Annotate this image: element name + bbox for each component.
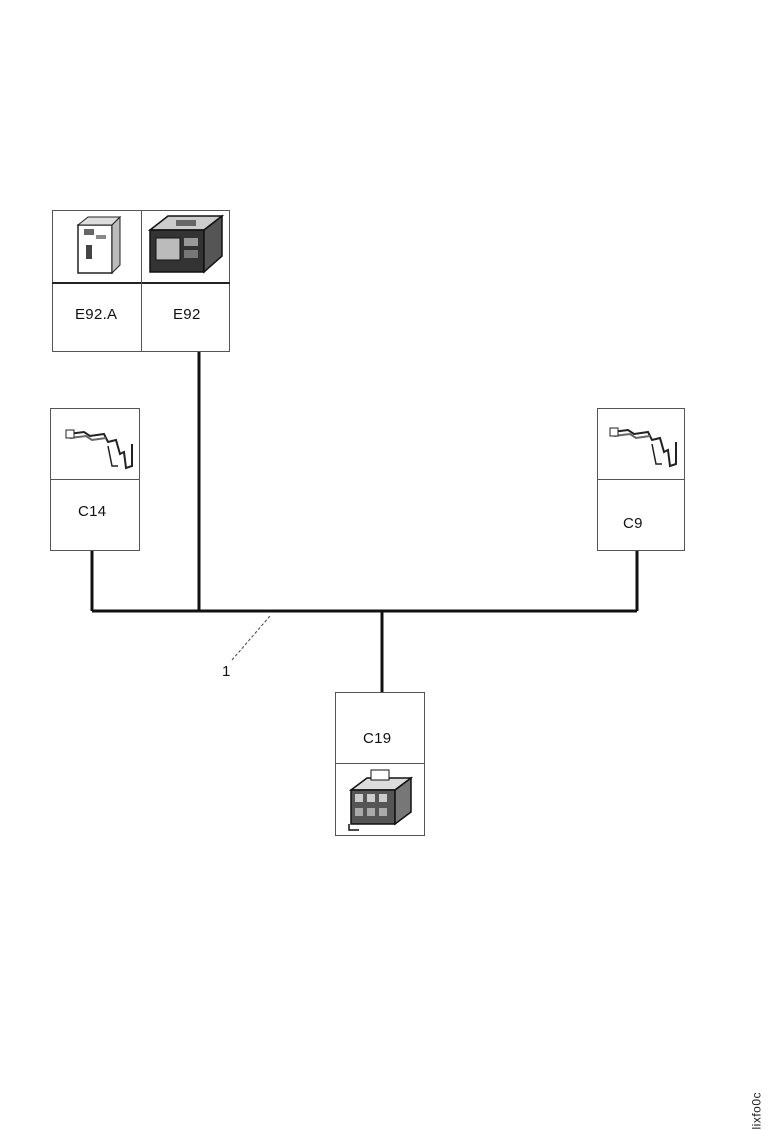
box-divider xyxy=(141,210,142,352)
multi-pin-connector-icon xyxy=(348,769,414,831)
box-divider xyxy=(50,479,140,480)
component-label-c19: C19 xyxy=(363,730,392,747)
reference-code: lixfo0c xyxy=(750,1092,764,1130)
control-unit-icon xyxy=(147,214,225,274)
callout-label: 1 xyxy=(222,663,231,680)
component-label-e92: E92 xyxy=(173,306,201,323)
connector-terminal-icon xyxy=(609,427,677,468)
wiring-diagram xyxy=(90,352,639,692)
component-label-e92a: E92.A xyxy=(75,306,118,323)
connector-terminal-icon xyxy=(65,429,133,470)
relay-module-icon xyxy=(76,215,122,275)
box-divider xyxy=(335,763,425,764)
box-divider xyxy=(597,479,685,480)
component-label-c9: C9 xyxy=(623,515,643,532)
callout-leader xyxy=(231,615,271,661)
component-label-c14: C14 xyxy=(78,503,107,520)
